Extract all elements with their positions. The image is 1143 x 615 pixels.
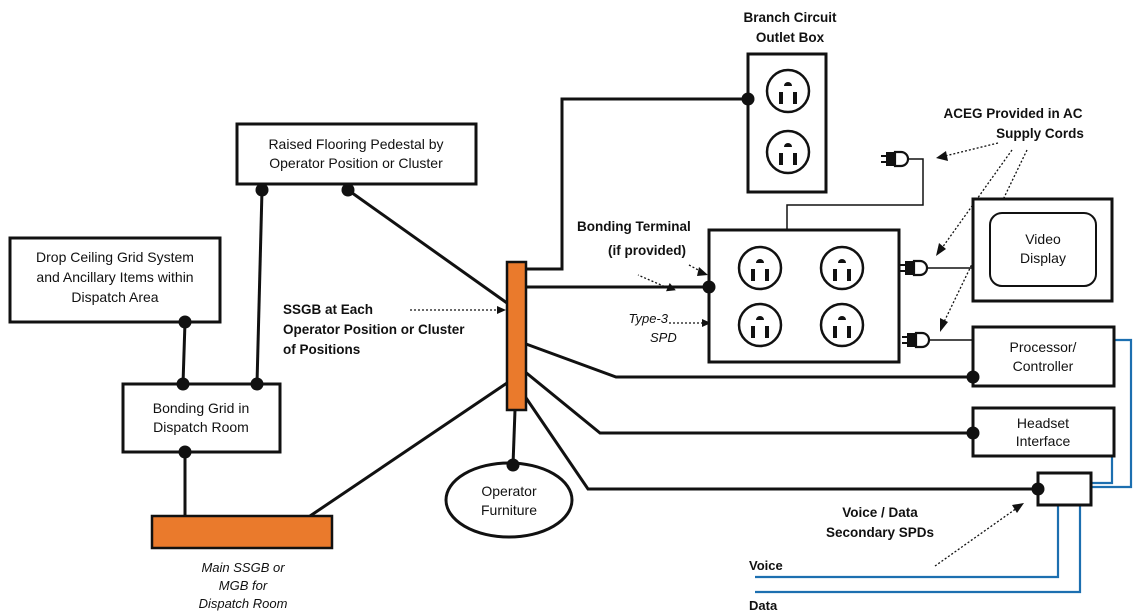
bonding-grid-label-line2: Dispatch Room [153, 419, 249, 435]
processor-label-line1: Processor/ [1010, 339, 1077, 355]
headset-label-line1: Headset [1017, 415, 1069, 431]
pedestal-label-line1: Raised Flooring Pedestal by [268, 136, 443, 152]
drop-ceiling-label-line3: Dispatch Area [71, 289, 158, 305]
main-ssgb-label-line2: MGB for [219, 578, 268, 593]
processor-label-line2: Controller [1013, 358, 1074, 374]
operator-furniture-label-line2: Furniture [481, 502, 537, 518]
pedestal-label-line2: Operator Position or Cluster [269, 155, 443, 171]
outlet-icon [819, 302, 865, 348]
type3-spd-outlet-box [707, 228, 901, 364]
voice-label: Voice [749, 558, 783, 573]
connection-dots [176, 92, 1045, 496]
outlet-icon [765, 68, 811, 114]
plug-icon [881, 150, 910, 168]
drop-ceiling-grid-box: Drop Ceiling Grid System and Ancillary I… [8, 236, 222, 324]
type3-label-line2: SPD [650, 330, 677, 345]
drop-ceiling-label-line2: and Ancillary Items within [36, 269, 193, 285]
voice-data-spd-box [1036, 471, 1093, 507]
plug-icon [900, 259, 929, 277]
operator-furniture-ellipse: Operator Furniture [444, 461, 574, 539]
main-ssgb-bar [150, 514, 334, 550]
headset-interface-box: Headset Interface [971, 406, 1116, 458]
drop-ceiling-label-line1: Drop Ceiling Grid System [36, 249, 194, 265]
ssgb-each-label-line3: of Positions [283, 342, 360, 357]
video-label-line1: Video [1025, 231, 1061, 247]
aceg-label-line1: ACEG Provided in AC [943, 106, 1082, 121]
video-display-box: Video Display [971, 197, 1114, 303]
operator-furniture-label-line1: Operator [481, 483, 537, 499]
type3-label-line1: Type-3 [629, 311, 669, 326]
branch-circuit-label-line1: Branch Circuit [743, 10, 837, 25]
bonding-terminal-label-line1: Bonding Terminal [577, 219, 691, 234]
voice-data-label-line1: Voice / Data [842, 505, 918, 520]
outlet-icon [737, 302, 783, 348]
outlet-icon [819, 245, 865, 291]
plug-icon [902, 331, 931, 349]
branch-circuit-outlet-box [746, 52, 828, 194]
aceg-label-line2: Supply Cords [996, 126, 1084, 141]
ssgb-each-label-line2: Operator Position or Cluster [283, 322, 465, 337]
outlet-icon [737, 245, 783, 291]
operator-ssgb-bar [505, 260, 528, 412]
data-label: Data [749, 598, 778, 613]
bonding-grid-label-line1: Bonding Grid in [153, 400, 250, 416]
signal-lines [755, 338, 1133, 594]
voice-data-label-line2: Secondary SPDs [826, 525, 934, 540]
processor-controller-box: Processor/ Controller [971, 325, 1116, 388]
video-label-line2: Display [1020, 250, 1066, 266]
ssgb-each-label-line1: SSGB at Each [283, 302, 373, 317]
raised-flooring-pedestal-box: Raised Flooring Pedestal by Operator Pos… [235, 122, 478, 186]
bonding-terminal-label-line2: (if provided) [608, 243, 686, 258]
bonding-grid-box: Bonding Grid in Dispatch Room [121, 382, 282, 454]
bonding-conductors [181, 97, 1038, 518]
main-ssgb-label-line3: Dispatch Room [199, 596, 288, 611]
branch-circuit-label-line2: Outlet Box [756, 30, 825, 45]
main-ssgb-label-line1: Main SSGB or [201, 560, 285, 575]
annotation-arrows [410, 142, 1028, 567]
headset-label-line2: Interface [1016, 433, 1071, 449]
outlet-icon [765, 129, 811, 175]
